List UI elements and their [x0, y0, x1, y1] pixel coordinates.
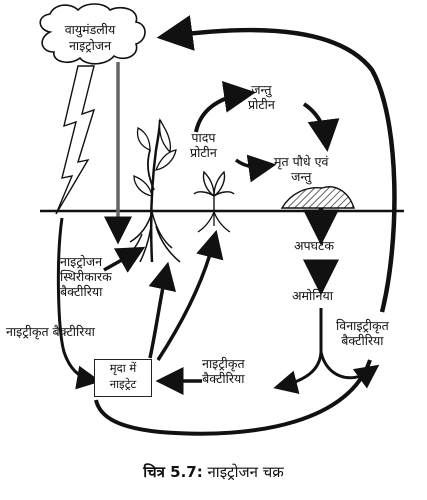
arrow-denitrification-to-atmosphere: [156, 15, 397, 313]
arrow-fixing-bacteria-to-plant: [103, 246, 146, 273]
label-animal-protein-line2: प्रोटीन: [248, 97, 275, 112]
label-atmospheric-nitrogen-line2: नाइट्रोजन: [68, 38, 112, 53]
arrow-left-to-soil-nitrates: [56, 217, 101, 390]
cloud-shape: [39, 3, 146, 65]
figure-caption: चित्र 5.7: नाइट्रोजन चक्र: [0, 462, 427, 482]
label-plant-protein-line2: प्रोटीन: [190, 145, 217, 160]
arrow-plant-protein-to-dead: [234, 154, 277, 183]
label-nitrifying-bacteria-center: नाइट्रीकृत बैक्टीरिया: [202, 356, 245, 386]
label-nbc-line2: बैक्टीरिया: [202, 371, 245, 386]
plant-leaf-1: [158, 118, 172, 154]
label-atmospheric-nitrogen-line1: वायुमंडलीय: [64, 22, 116, 37]
label-dead-plants-animals: मृत पौधे एवं जन्तु: [274, 154, 328, 184]
figure-caption-title: नाइट्रोजन चक्र: [207, 463, 284, 481]
plant-leaf-3: [154, 149, 177, 171]
label-nfb-line1: नाइट्रोजन: [60, 254, 103, 269]
arrow-plant-to-animal-protein: [194, 80, 256, 133]
figure-caption-prefix: चित्र 5.7:: [143, 463, 203, 481]
small-plant: [193, 170, 235, 210]
label-animal-protein-line1: जन्तु: [251, 82, 272, 97]
label-nitrifying-bacteria-left: नाइट्रीकृत बैक्टीरिया: [6, 324, 95, 339]
lightning-bolt: [55, 65, 96, 215]
arrow-animal-protein-to-dead: [302, 102, 340, 152]
plant-leaf-2: [136, 127, 151, 151]
arrow-bottom-loop: [94, 359, 372, 436]
label-decomposers: अपघटक: [294, 238, 334, 253]
small-plant-roots: [197, 211, 231, 233]
soil-nitrates-box: मृदा में नाइट्रेट: [94, 359, 152, 397]
arrow-nitrates-to-plant-2: [156, 229, 224, 361]
label-denitrifying-line1: विनाइट्रीकृत: [336, 318, 389, 333]
label-atmospheric-nitrogen: वायुमंडलीय नाइट्रोजन: [44, 22, 136, 54]
label-nbc-line1: नाइट्रीकृत: [202, 356, 245, 371]
label-nfb-line2: स्थिरीकारक: [60, 269, 112, 284]
arrow-to-nitrifying-bacteria: [273, 351, 323, 394]
label-denitrifying-bacteria: विनाइट्रीकृत बैक्टीरिया: [336, 318, 389, 348]
label-plant-protein-line1: पादप: [191, 130, 216, 145]
label-animal-protein: जन्तु प्रोटीन: [248, 82, 275, 112]
label-ammonia: अमोनिया: [292, 288, 333, 303]
dead-matter-mound: [280, 186, 355, 209]
plant-branch: [147, 149, 155, 191]
label-nitrogen-fixing-bacteria: नाइट्रोजन स्थिरीकारक बैक्टीरिया: [60, 254, 112, 299]
label-dead-line1: मृत पौधे एवं: [274, 154, 329, 169]
label-denitrifying-line2: बैक्टीरिया: [341, 333, 384, 348]
arrow-nitrates-to-plant-1: [148, 261, 177, 359]
label-soil-nitrates-line2: नाइट्रेट: [109, 377, 137, 391]
label-nfb-line3: बैक्टीरिया: [60, 284, 103, 299]
plant-roots: [125, 211, 181, 263]
plant-leaf-4: [133, 175, 153, 197]
label-dead-line2: जन्तु: [291, 169, 312, 184]
label-soil-nitrates-line1: मृदा में: [109, 361, 137, 375]
label-plant-protein: पादप प्रोटीन: [190, 130, 217, 160]
plant-stem: [149, 119, 162, 263]
